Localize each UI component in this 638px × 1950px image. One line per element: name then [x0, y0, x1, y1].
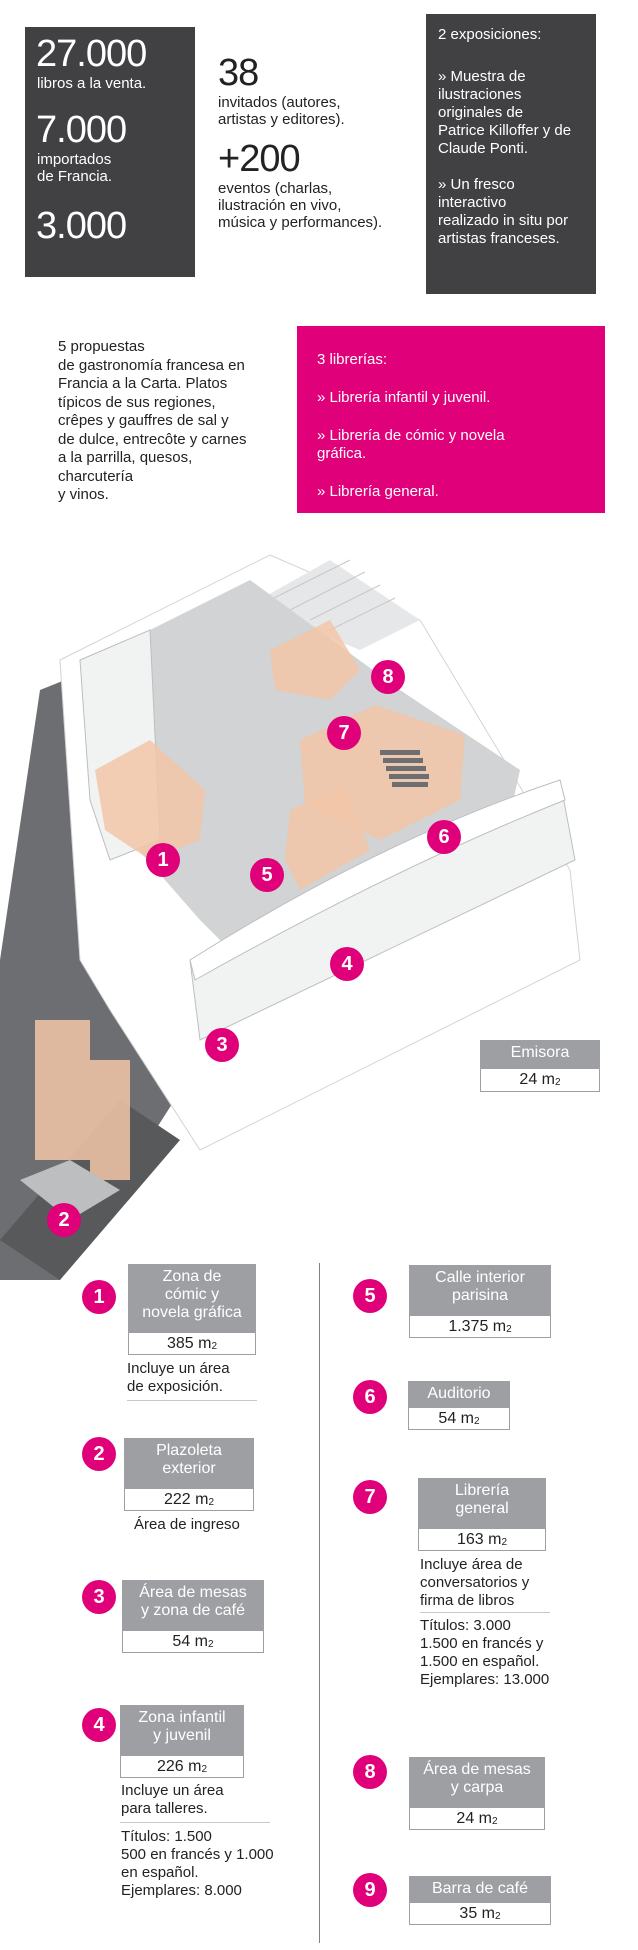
zone-3-badge: 3: [82, 1580, 116, 1614]
zone-5-area: 1.375 m2: [409, 1315, 551, 1338]
guests-text-1: invitados (autores,: [218, 94, 341, 111]
terrace: [250, 560, 420, 650]
exhibitions-title: 2 exposiciones:: [438, 26, 542, 43]
books-text: libros a la venta.: [37, 75, 147, 92]
map-badge-1: 1: [146, 843, 180, 877]
zone-2-badge: 2: [82, 1437, 116, 1471]
auditorium-seats: [380, 750, 429, 787]
exhibition-item-1-l1: » Muestra de: [438, 68, 526, 85]
events-text-1: eventos (charlas,: [218, 180, 333, 197]
exhibition-item-1-l2: ilustraciones: [438, 86, 522, 103]
zone-7-panels: [270, 620, 360, 700]
gastronomy-text: 5 propuestas de gastronomía francesa en …: [58, 338, 278, 505]
map-badge-3: 3: [205, 1028, 239, 1062]
bookstore-item-2-l2: gráfica.: [317, 445, 367, 462]
bookstores-title: 3 librerías:: [317, 351, 388, 368]
exhibition-item-2-l1: » Un fresco: [438, 176, 515, 193]
events-text-2: ilustración en vivo,: [218, 197, 342, 214]
plaza-structure: [35, 1020, 130, 1180]
zone-4-rule: [120, 1822, 270, 1823]
gastro-line: charcutería: [58, 467, 134, 485]
zone-1-badge: 1: [82, 1280, 116, 1314]
gastro-line: crêpes y gauffres de sal y: [58, 412, 229, 429]
map-badge-8: 8: [371, 660, 405, 694]
zone-1-area: 385 m2: [128, 1332, 256, 1355]
zone-8-badge: 8: [353, 1755, 387, 1789]
bookstore-item-1: » Librería infantil y juvenil.: [317, 389, 491, 406]
zone-2-area: 222 m2: [124, 1488, 254, 1511]
exhibition-item-2-l4: artistas franceses.: [438, 230, 560, 247]
events-number: +200: [218, 138, 301, 180]
zone-9-badge: 9: [353, 1873, 387, 1907]
bookstore-item-2-l1: » Librería de cómic y novela: [317, 427, 505, 444]
zone-3-area: 54 m2: [122, 1630, 264, 1653]
zone-8-area: 24 m2: [409, 1807, 545, 1830]
zone-4-badge: 4: [82, 1708, 116, 1742]
stats-box: 27.000 libros a la venta. 7.000 importad…: [25, 27, 195, 277]
exhibition-item-2-l3: realizado in situ por: [438, 212, 569, 229]
zone-7-area: 163 m2: [418, 1528, 546, 1551]
zone-6-label: Auditorio: [408, 1381, 510, 1407]
gastro-line: y vinos.: [58, 486, 109, 503]
third-number: 3.000: [36, 205, 127, 247]
zone-1-rule: [127, 1400, 257, 1401]
map-badge-4: 4: [330, 947, 364, 981]
zone-4-panels: [285, 785, 370, 890]
gastro-line: típicos de sus regiones,: [58, 393, 216, 411]
guests-text-2: artistas y editores).: [218, 111, 345, 128]
exhibition-item-1-l5: Claude Ponti.: [438, 140, 529, 157]
books-number: 27.000: [36, 33, 147, 75]
gastro-line: Francia a la Carta. Platos: [58, 375, 228, 392]
zone-6-area: 54 m2: [408, 1407, 510, 1430]
zone-2-note: Área de ingreso: [134, 1516, 240, 1533]
zone-4-area: 226 m2: [120, 1755, 244, 1778]
map-badge-7: 7: [327, 716, 361, 750]
exhibitions-box: 2 exposiciones: » Muestra de ilustracion…: [426, 14, 596, 294]
zone-6-badge: 6: [353, 1380, 387, 1414]
map-badge-5: 5: [250, 858, 284, 892]
map-badge-6: 6: [427, 820, 461, 854]
arched-roof: [189, 779, 566, 981]
map-badge-2: 2: [47, 1203, 81, 1237]
exhibition-item-1-l3: originales de: [438, 104, 524, 121]
imported-text-2: de Francia.: [37, 168, 113, 185]
gastro-line: a la parrilla, quesos,: [58, 449, 193, 466]
zone-9-area: 35 m2: [409, 1902, 551, 1925]
bookstore-item-3: » Librería general.: [317, 483, 439, 500]
exhibition-item-1-l4: Patrice Killoffer y de: [438, 122, 572, 139]
zone-5-badge: 5: [353, 1279, 387, 1313]
emisora-label: Emisora: [480, 1040, 600, 1068]
gastro-line: de gastronomía francesa en: [58, 356, 245, 374]
guests-number: 38: [218, 52, 259, 94]
floor-plan-illustration: [0, 554, 581, 1280]
bookstores-box: 3 librerías: » Librería infantil y juven…: [297, 326, 605, 513]
emisora-area: 24 m2: [480, 1068, 600, 1092]
zone-1-panels: [95, 740, 205, 860]
zone-7-rule: [420, 1612, 550, 1613]
gastro-line: 5 propuestas: [58, 338, 145, 355]
exhibition-item-2-l2: interactivo: [438, 194, 507, 211]
column-divider: [319, 1263, 320, 1943]
imported-number: 7.000: [36, 109, 127, 151]
plaza-ground: [20, 1160, 120, 1220]
imported-text-1: importados: [37, 151, 112, 168]
guests-block: 38 invitados (autores, artistas y editor…: [218, 54, 408, 231]
gastro-line: de dulce, entrecôte y carnes: [58, 430, 247, 448]
zone-7-badge: 7: [353, 1480, 387, 1514]
events-text-3: música y performances).: [218, 214, 383, 231]
zone-9-label: Barra de café: [409, 1876, 551, 1902]
